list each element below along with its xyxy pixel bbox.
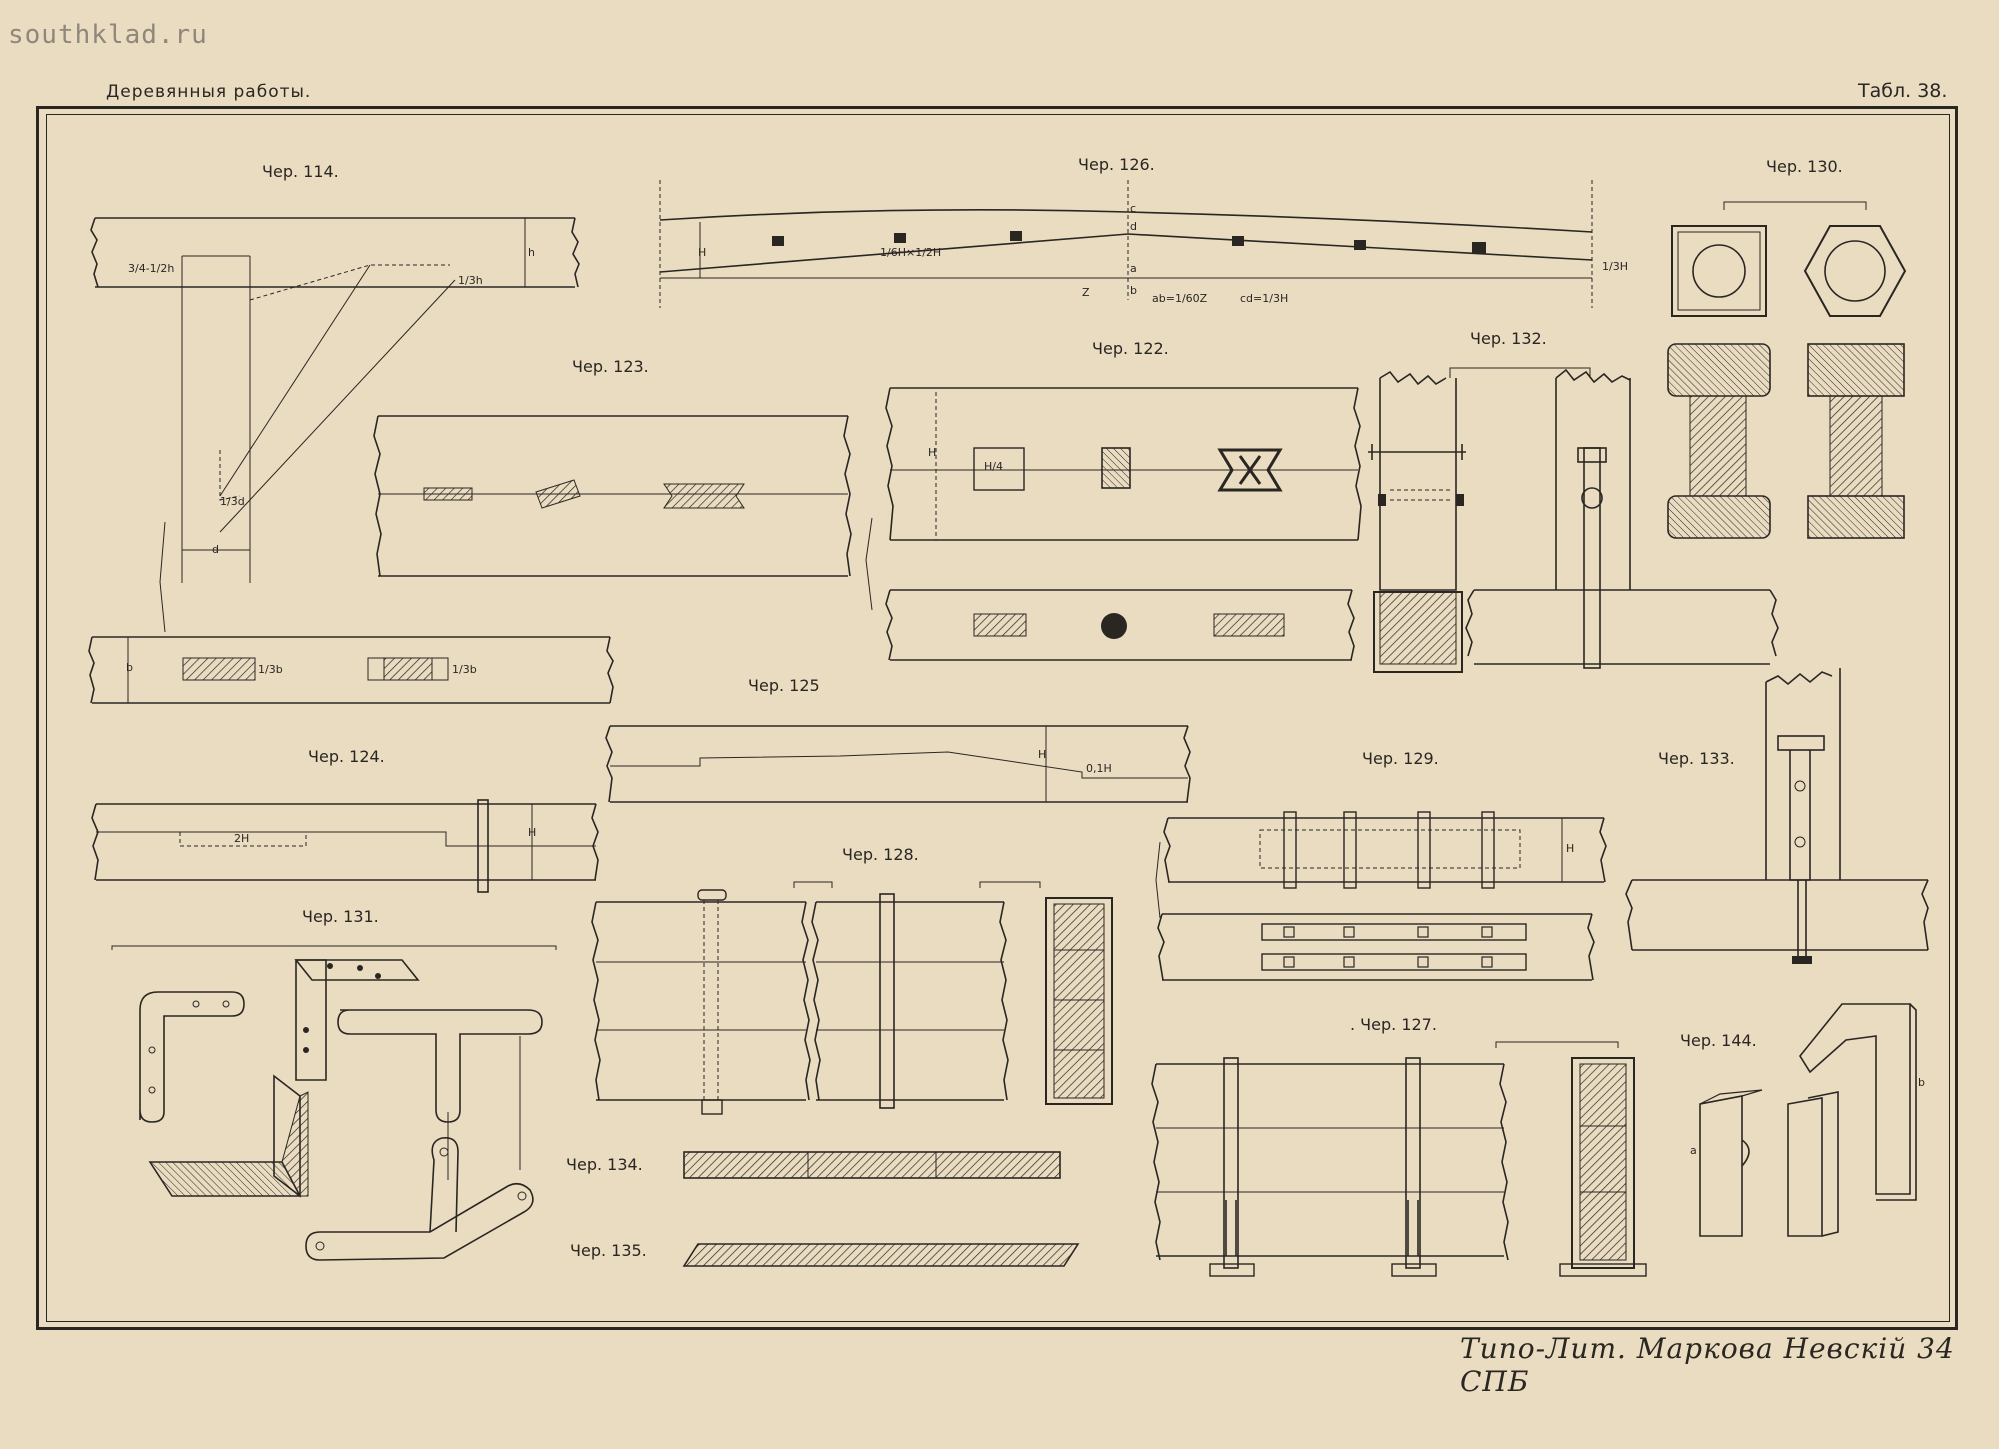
fig-114-13b-b: 1/3b [452, 663, 477, 676]
figure-132: Чер. 132. [1368, 329, 1779, 673]
figure-126: Чер. 126. H c d a b Z 1/6H×1/2H 1/3H ab=… [659, 155, 1628, 308]
watermark: southklad.ru [8, 20, 208, 50]
fig-125-label: Чер. 125 [748, 676, 820, 695]
fig-144-label: Чер. 144. [1680, 1031, 1757, 1050]
fig-144-a: a [1690, 1144, 1697, 1157]
fig-114-b: b [126, 661, 133, 674]
fig-126-13H: 1/3H [1602, 260, 1628, 273]
fig-134-label: Чер. 134. [566, 1155, 643, 1174]
fig-114-fraction: 3/4-1/2h [128, 262, 174, 275]
fig-126-b: b [1130, 284, 1137, 297]
fig-126-ab: ab=1/60Z [1152, 292, 1208, 305]
fig-114-label: Чер. 114. [262, 162, 339, 181]
fig-130-label: Чер. 130. [1766, 157, 1843, 176]
fig-122-H: H [928, 446, 936, 459]
plate-frame [36, 106, 1958, 1330]
figure-131: Чер. 131. [111, 907, 557, 1261]
header-plate-number: Табл. 38. [1858, 80, 1948, 102]
figure-125: Чер. 125 H 0,1H [605, 676, 1191, 803]
header-left-title: Деревянныя работы. [106, 82, 312, 102]
fig-124-H: H [528, 826, 536, 839]
figure-144: Чер. 144. a b [1680, 1003, 1925, 1237]
figure-127: . Чер. 127. [1151, 1015, 1647, 1277]
fig-124-label: Чер. 124. [308, 747, 385, 766]
fig-125-01H: 0,1H [1086, 762, 1112, 775]
figure-134: Чер. 134. [566, 1151, 1061, 1179]
fig-126-H: H [698, 246, 706, 259]
fig-126-cd: cd=1/3H [1240, 292, 1288, 305]
fig-131-label: Чер. 131. [302, 907, 379, 926]
figure-135: Чер. 135. [570, 1241, 1080, 1267]
fig-126-label: Чер. 126. [1078, 155, 1155, 174]
fig-123-label: Чер. 123. [572, 357, 649, 376]
plate-inner-frame [46, 114, 1950, 1322]
fig-126-HH: 1/6H×1/2H [880, 246, 941, 259]
fig-126-d: d [1130, 220, 1137, 233]
fig-144-b: b [1918, 1076, 1925, 1089]
fig-129-label: Чер. 129. [1362, 749, 1439, 768]
figure-128: Чер. 128. [591, 845, 1113, 1115]
fig-126-Z: Z [1082, 286, 1090, 299]
figure-124: Чер. 124. 2H H [91, 747, 599, 893]
fig-124-2H: 2H [234, 832, 249, 845]
fig-114-13b-a: 1/3b [258, 663, 283, 676]
fig-135-label: Чер. 135. [570, 1241, 647, 1260]
fig-114-d: d [212, 543, 219, 556]
fig-128-label: Чер. 128. [842, 845, 919, 864]
fig-129-H: H [1566, 842, 1574, 855]
figure-129: Чер. 129. H [1155, 749, 1607, 981]
figure-123: Чер. 123. [373, 357, 852, 577]
fig-125-H: H [1038, 748, 1046, 761]
figure-133: Чер. 133. [1625, 668, 1929, 964]
printer-imprint: Типо-Лит. Маркова Невскій 34 СПБ [1460, 1332, 1955, 1398]
figure-114: Чер. 114. h 3/4-1/2h 1/3h 1/3d d b 1/3b … [88, 162, 614, 704]
figure-130: Чер. 130. [1667, 157, 1907, 539]
fig-133-label: Чер. 133. [1658, 749, 1735, 768]
fig-122-label: Чер. 122. [1092, 339, 1169, 358]
fig-132-label: Чер. 132. [1470, 329, 1547, 348]
fig-114-13d: 1/3d [220, 495, 245, 508]
fig-122-H4: H/4 [984, 460, 1003, 473]
fig-126-c: c [1130, 202, 1136, 215]
fig-126-a: a [1130, 262, 1137, 275]
fig-127-label: . Чер. 127. [1350, 1015, 1437, 1034]
fig-114-13h: 1/3h [458, 274, 483, 287]
figure-122: Чер. 122. H H/4 [865, 339, 1362, 661]
fig-114-h: h [528, 246, 535, 259]
